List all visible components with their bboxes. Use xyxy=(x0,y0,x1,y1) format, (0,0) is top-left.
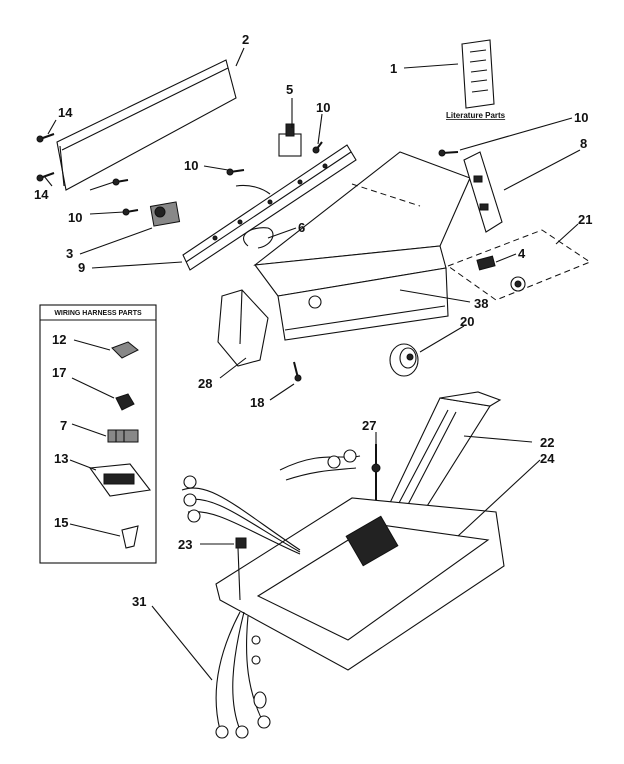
clip-23 xyxy=(235,537,247,601)
control-knob xyxy=(389,343,419,377)
harness-connector-12 xyxy=(111,341,139,359)
callout-38: 38 xyxy=(474,296,488,311)
harness-clip-15 xyxy=(121,525,139,549)
wiring-harness-box xyxy=(39,304,157,564)
callout-17: 17 xyxy=(52,365,66,380)
callout-2: 2 xyxy=(242,32,249,47)
callout-9: 9 xyxy=(78,260,85,275)
callout-10-a: 10 xyxy=(316,100,330,115)
screw-10-d xyxy=(122,208,139,216)
literature-card xyxy=(461,39,495,109)
callout-15: 15 xyxy=(54,515,68,530)
harness-wires-upper xyxy=(181,449,361,555)
callout-21: 21 xyxy=(578,212,592,227)
callout-6: 6 xyxy=(298,220,305,235)
screw-14-bottom xyxy=(36,172,55,182)
control-console xyxy=(253,151,471,341)
callout-10-d: 10 xyxy=(574,110,588,125)
callout-24: 24 xyxy=(540,451,555,466)
callout-13: 13 xyxy=(54,451,68,466)
callout-14-a: 14 xyxy=(58,105,73,120)
rear-panel xyxy=(56,59,237,191)
callout-1: 1 xyxy=(390,61,397,76)
knob-small xyxy=(510,276,526,292)
wire-loop-upper xyxy=(235,184,271,195)
harness-connector-13 xyxy=(89,463,152,497)
callout-28: 28 xyxy=(198,376,212,391)
screw-18 xyxy=(293,361,302,382)
callout-10-c: 10 xyxy=(68,210,82,225)
harness-connector-7 xyxy=(107,429,139,443)
leader-lines xyxy=(43,47,581,681)
screw-10-right xyxy=(438,149,459,157)
callout-14-b: 14 xyxy=(34,187,49,202)
callout-3: 3 xyxy=(66,246,73,261)
callout-12: 12 xyxy=(52,332,66,347)
callout-7: 7 xyxy=(60,418,67,433)
screw-10-b xyxy=(226,168,245,176)
end-cap xyxy=(217,289,269,367)
push-switch xyxy=(278,123,302,157)
callout-8: 8 xyxy=(580,136,587,151)
callout-20: 20 xyxy=(460,314,474,329)
wiring-harness-title: WIRING HARNESS PARTS xyxy=(54,310,142,317)
control-bracket xyxy=(182,144,357,271)
right-end-cap xyxy=(463,151,503,233)
callout-5: 5 xyxy=(286,82,293,97)
callout-10-b: 10 xyxy=(184,158,198,173)
callout-22: 22 xyxy=(540,435,554,450)
callout-4: 4 xyxy=(518,246,526,261)
literature-parts-label: Literature Parts xyxy=(446,111,506,120)
callout-18: 18 xyxy=(250,395,264,410)
switch-4 xyxy=(476,255,496,271)
screw-27 xyxy=(371,444,381,500)
screw-10-a xyxy=(312,141,323,154)
callout-31: 31 xyxy=(132,594,146,609)
base-top xyxy=(215,497,505,671)
screw-14-top xyxy=(36,133,55,143)
wire-loop xyxy=(242,227,274,249)
callout-27: 27 xyxy=(362,418,376,433)
callout-23: 23 xyxy=(178,537,192,552)
timer-switch xyxy=(149,201,181,227)
screw-10-c xyxy=(112,178,129,186)
harness-wires-lower xyxy=(215,611,271,739)
harness-connector-17 xyxy=(115,393,135,411)
